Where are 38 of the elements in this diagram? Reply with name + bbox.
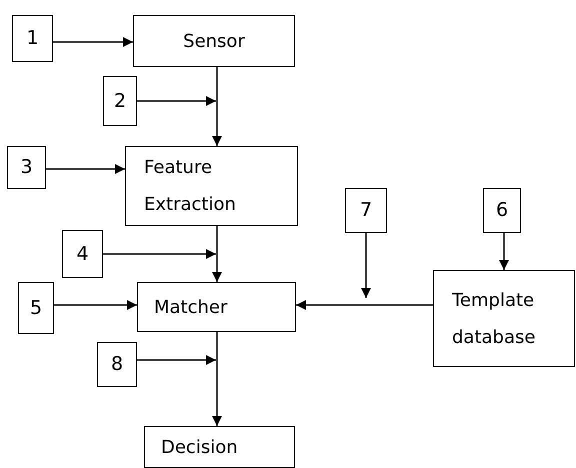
callout-number: 3 bbox=[20, 155, 33, 180]
numbered-box bbox=[18, 282, 54, 334]
arrow bbox=[53, 37, 133, 47]
arrow bbox=[361, 233, 371, 298]
arrow bbox=[103, 249, 216, 259]
arrow bbox=[46, 164, 125, 174]
numbered-box bbox=[345, 188, 387, 233]
box-label: Sensor bbox=[183, 30, 245, 54]
numbered-box bbox=[12, 15, 53, 62]
process-box bbox=[433, 270, 575, 367]
numbered-box bbox=[103, 76, 137, 126]
box-label: Matcher bbox=[154, 296, 228, 320]
callout-number: 7 bbox=[360, 198, 372, 223]
numbered-box bbox=[7, 146, 46, 189]
numbered-box bbox=[483, 188, 521, 233]
callout-number: 2 bbox=[114, 88, 126, 114]
arrow bbox=[137, 96, 216, 106]
numbered-box bbox=[97, 342, 137, 387]
callout-number: 5 bbox=[30, 296, 42, 320]
arrow bbox=[137, 355, 216, 365]
process-box bbox=[144, 426, 295, 468]
arrow bbox=[212, 332, 222, 426]
arrow bbox=[499, 233, 509, 270]
box-label: Decision bbox=[161, 436, 238, 460]
box-label: Feature Extraction bbox=[144, 156, 237, 217]
callout-number: 8 bbox=[110, 352, 124, 377]
process-box bbox=[125, 146, 298, 226]
process-box bbox=[133, 15, 295, 67]
callout-number: 6 bbox=[496, 198, 508, 223]
arrow bbox=[296, 300, 433, 310]
arrow bbox=[212, 226, 222, 282]
callout-number: 1 bbox=[26, 26, 39, 51]
callout-number: 4 bbox=[76, 242, 89, 266]
arrow bbox=[54, 300, 137, 310]
arrow bbox=[212, 67, 222, 146]
process-box bbox=[137, 282, 296, 332]
numbered-box bbox=[62, 230, 103, 278]
box-label: Template database bbox=[452, 288, 536, 350]
